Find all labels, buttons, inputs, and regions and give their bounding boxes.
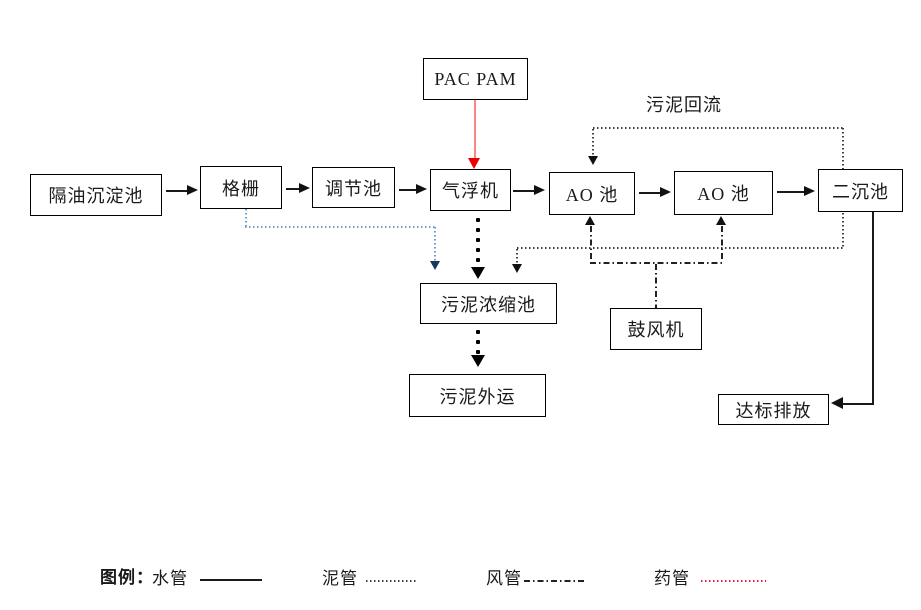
sludge-return-label: 污泥回流 bbox=[646, 95, 722, 115]
edge-sludge-screen-h bbox=[245, 226, 436, 228]
arrowhead-water-4-icon bbox=[534, 185, 545, 195]
edge-water-1 bbox=[166, 190, 189, 192]
arrowhead-water-6-icon bbox=[804, 186, 815, 196]
edge-sludge-screen-v1 bbox=[245, 209, 247, 227]
node-bar-screen: 格栅 bbox=[200, 166, 282, 209]
arrowhead-water-3-icon bbox=[416, 184, 427, 194]
edge-water-4 bbox=[513, 190, 536, 192]
arrowhead-sludge-return-icon bbox=[588, 156, 598, 165]
edge-sludge-secondary-v1 bbox=[842, 213, 844, 248]
node-air-flotation: 气浮机 bbox=[430, 169, 511, 211]
arrowhead-water-5-icon bbox=[660, 187, 671, 197]
legend-sample-chemical bbox=[701, 580, 766, 582]
arrowhead-sludge-secondary-icon bbox=[512, 264, 522, 273]
edge-sludge-return-v2 bbox=[592, 129, 594, 156]
edge-air-v-blower bbox=[655, 264, 657, 308]
node-pac-pam: PAC PAM bbox=[423, 58, 528, 100]
node-oil-separator: 隔油沉淀池 bbox=[30, 174, 162, 216]
edge-air-v-ao2 bbox=[721, 226, 723, 262]
arrowhead-water-2-icon bbox=[299, 183, 310, 193]
edge-sludge-screen-v2 bbox=[434, 227, 436, 261]
edge-discharge-vertical bbox=[872, 212, 874, 405]
edge-chemical bbox=[474, 100, 476, 159]
legend-item-chemical-label: 药管 bbox=[654, 569, 690, 588]
node-ao-tank-1: AO 池 bbox=[549, 172, 635, 215]
arrowhead-sludge-main-1-icon bbox=[471, 267, 485, 279]
legend-title: 图例： bbox=[100, 568, 154, 587]
arrowhead-sludge-screen-icon bbox=[430, 261, 440, 270]
edge-air-horizontal bbox=[590, 262, 722, 264]
node-secondary-sedimentation: 二沉池 bbox=[818, 169, 903, 212]
edge-sludge-secondary-v2 bbox=[516, 249, 518, 264]
edge-sludge-return-v1 bbox=[842, 128, 844, 169]
arrowhead-chemical-icon bbox=[468, 158, 480, 169]
edge-sludge-secondary-h bbox=[517, 247, 844, 249]
arrowhead-sludge-main-2-icon bbox=[471, 355, 485, 367]
legend-item-air-label: 风管 bbox=[486, 569, 522, 588]
arrowhead-air-ao2-icon bbox=[716, 216, 726, 225]
arrowhead-air-ao1-icon bbox=[585, 216, 595, 225]
node-blower: 鼓风机 bbox=[610, 308, 702, 350]
edge-sludge-main-2 bbox=[475, 328, 481, 355]
node-sludge-disposal: 污泥外运 bbox=[409, 374, 546, 417]
legend-sample-sludge bbox=[366, 580, 418, 582]
edge-water-3 bbox=[399, 189, 418, 191]
edge-air-v-ao1 bbox=[590, 226, 592, 262]
edge-discharge-horizontal bbox=[843, 403, 874, 405]
legend-sample-water bbox=[200, 579, 262, 581]
edge-water-5 bbox=[639, 192, 662, 194]
legend-item-sludge-label: 泥管 bbox=[322, 569, 358, 588]
arrowhead-discharge-icon bbox=[831, 397, 843, 409]
arrowhead-water-1-icon bbox=[187, 185, 198, 195]
edge-sludge-main-1 bbox=[475, 216, 481, 266]
node-discharge: 达标排放 bbox=[718, 394, 829, 425]
edge-water-6 bbox=[777, 191, 806, 193]
edge-water-2 bbox=[286, 188, 302, 190]
node-sludge-thickener: 污泥浓缩池 bbox=[420, 283, 557, 324]
node-ao-tank-2: AO 池 bbox=[674, 171, 773, 215]
node-regulating-tank: 调节池 bbox=[312, 167, 395, 208]
legend-sample-air bbox=[524, 580, 584, 582]
edge-sludge-return-h bbox=[593, 127, 844, 129]
legend-item-water-label: 水管 bbox=[152, 569, 188, 588]
